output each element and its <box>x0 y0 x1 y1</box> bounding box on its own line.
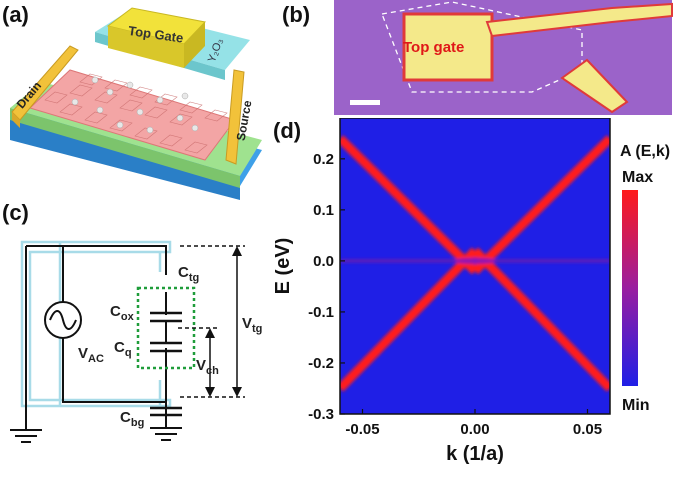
adatoms <box>71 76 199 134</box>
top-gate-pad <box>402 12 494 82</box>
panel-d-label: (d) <box>273 118 302 143</box>
colorbar-title: A (E,k) <box>620 143 670 160</box>
y-tick-label: 0.1 <box>313 202 334 219</box>
cox-label: Cox <box>110 303 135 323</box>
ground-left <box>10 429 42 443</box>
colorbar: A (E,k) Max Min <box>620 143 670 414</box>
y-tick-label: -0.2 <box>308 355 334 372</box>
sine-icon <box>49 310 77 330</box>
band-lower-left <box>340 247 479 392</box>
substrate-green-side <box>10 108 240 188</box>
panel-c-label: (c) <box>2 200 29 225</box>
circuit-wires <box>25 245 167 430</box>
band-upper-left <box>340 135 479 275</box>
spectral-heatmap: -0.05 0.00 0.05 0.2 0.1 0.0 -0.1 -0.2 -0.3 k (1/a… <box>272 117 670 465</box>
panel-b-label: (b) <box>282 2 311 27</box>
shield-wires <box>20 240 172 408</box>
ctg-label: Ctg <box>178 264 199 284</box>
x-tick-label: -0.05 <box>345 421 379 438</box>
micrograph: Top gate <box>334 0 673 115</box>
cbg-label: Cbg <box>120 409 144 429</box>
colorbar-max: Max <box>622 169 653 186</box>
y-tick-label: 0.2 <box>313 151 334 168</box>
gate-lead <box>485 2 673 38</box>
panel-d: (d) -0.05 0.00 0.05 0.2 0.1 0.0 -0.1 -0.2 -0.3 k … <box>272 117 685 472</box>
x-tick-label: 0.05 <box>573 421 602 438</box>
y-tick-label: 0.0 <box>313 253 334 270</box>
panel-c: (c) <box>0 200 275 472</box>
vtg-label: Vtg <box>242 315 262 335</box>
side-pad <box>560 58 629 114</box>
y-axis-label: E (eV) <box>275 238 294 295</box>
band-upper-right <box>471 135 610 275</box>
device-schematic: Top Gate Y₂O₃ Drain Source <box>10 7 262 200</box>
top-gate-front <box>108 26 184 68</box>
y-tick-label: -0.3 <box>308 406 334 423</box>
vtg-arrow <box>180 245 245 398</box>
micrograph-top-gate-text: Top gate <box>403 39 464 56</box>
capacitor-q <box>150 341 182 353</box>
vac-label: VAC <box>78 345 104 365</box>
top-gate-side <box>184 22 205 68</box>
colorbar-min: Min <box>622 397 650 414</box>
scale-bar <box>350 100 380 105</box>
capacitor-ox <box>150 311 182 323</box>
panel-a-label: (a) <box>2 2 29 27</box>
panel-a: (a) Top Gate Y₂O₃ Drain <box>0 0 270 200</box>
source-electrode <box>225 69 245 165</box>
graphene-lattice <box>44 73 228 154</box>
band-lower-right <box>471 247 610 392</box>
panel-b: (b) Top gate <box>282 0 682 120</box>
dirac-point <box>453 257 497 264</box>
x-axis-label: k (1/a) <box>446 443 504 465</box>
capacitor-bg <box>150 406 182 417</box>
y-tick-label: -0.1 <box>308 304 334 321</box>
ground-right <box>150 427 182 441</box>
substrate-blue-side <box>10 118 240 200</box>
x-tick-label: 0.00 <box>460 421 489 438</box>
colorbar-gradient <box>622 190 638 386</box>
cq-label: Cq <box>114 339 132 359</box>
drain-electrode-side <box>12 112 20 128</box>
vch-label: Vch <box>196 357 219 377</box>
vch-arrow <box>178 327 220 397</box>
circuit-diagram: Ctg Cox Cq Cbg VAC Vtg Vch <box>10 240 262 443</box>
